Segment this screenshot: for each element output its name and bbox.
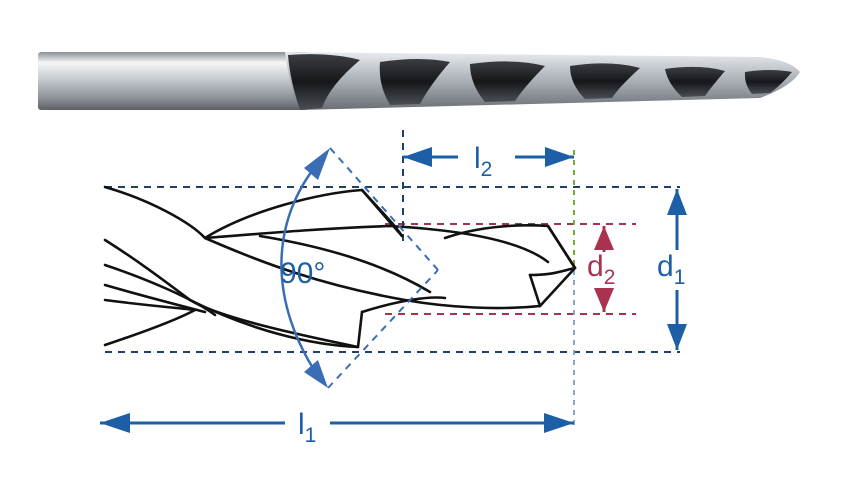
d1-arrowhead-top: [667, 189, 687, 215]
d2-arrowhead-bottom: [594, 288, 614, 312]
drill-flutes: [288, 54, 792, 110]
l2-arrowhead-right: [545, 147, 574, 167]
l1-arrowhead-right: [544, 413, 574, 433]
angle-ref-dashed-lower: [327, 269, 439, 389]
d1-dimension: d1: [654, 189, 700, 350]
angle-arrowhead-top: [304, 148, 330, 180]
drill-photo: [38, 52, 800, 110]
l1-arrowhead-left: [100, 413, 130, 433]
l1-label: l1: [298, 408, 316, 447]
l2-label: l2: [474, 142, 492, 181]
drill-fluted-body: [285, 52, 800, 110]
l1-dimension: l1: [100, 408, 574, 447]
drill-outline: [103, 185, 577, 349]
d2-label: d2: [587, 250, 615, 289]
d1-label: d1: [657, 250, 685, 289]
angle-indicator: 90°: [280, 147, 439, 389]
l2-arrowhead-left: [403, 147, 432, 167]
drill-shank: [38, 52, 308, 110]
d1-arrowhead-bottom: [667, 324, 687, 350]
d2-arrowhead-top: [594, 226, 614, 250]
angle-arc: [280, 154, 326, 383]
d2-dimension: d2: [586, 226, 622, 312]
dimension-lines: [105, 130, 680, 430]
angle-label: 90°: [280, 257, 325, 290]
angle-arrowhead-bottom: [304, 360, 328, 388]
angle-ref-dashed-upper: [329, 147, 439, 271]
l2-dimension: l2: [403, 142, 574, 181]
